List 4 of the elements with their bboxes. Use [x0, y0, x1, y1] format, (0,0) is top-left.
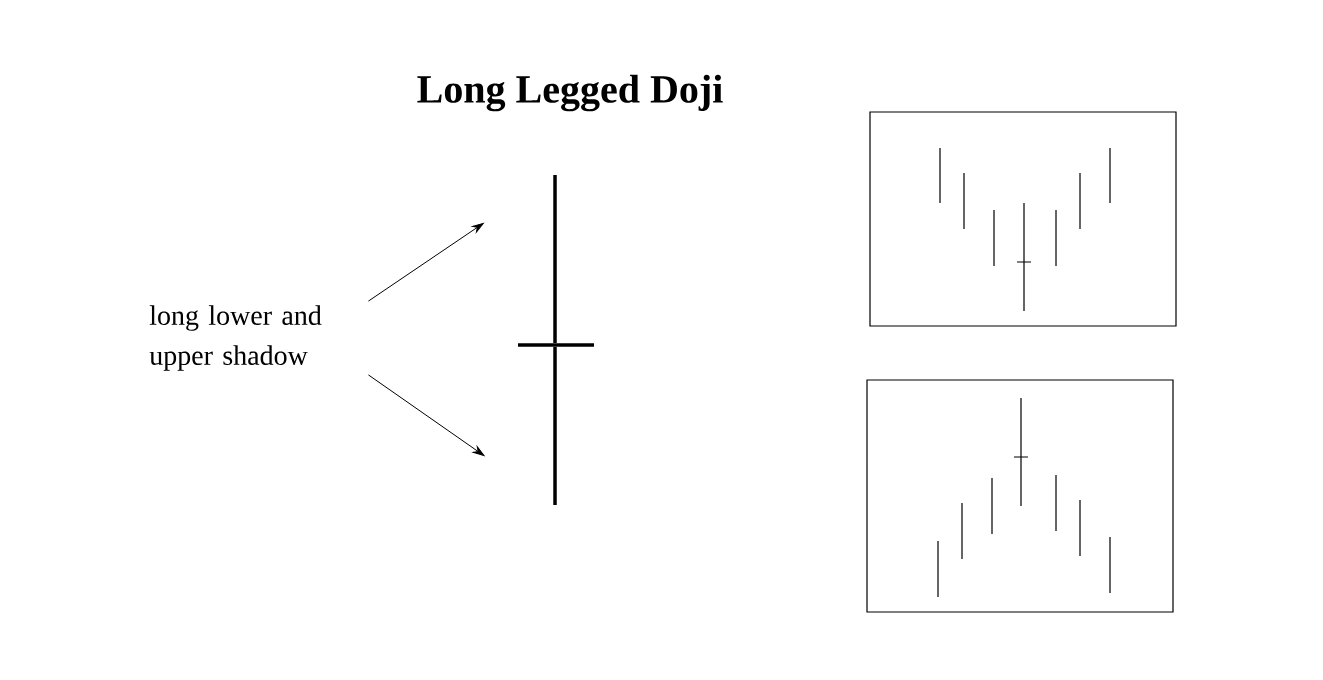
- annotation-text: long lower and upper shadow: [149, 305, 322, 371]
- arrow: [367, 222, 484, 302]
- arrow: [367, 374, 485, 457]
- title: Long Legged Doji: [417, 74, 723, 112]
